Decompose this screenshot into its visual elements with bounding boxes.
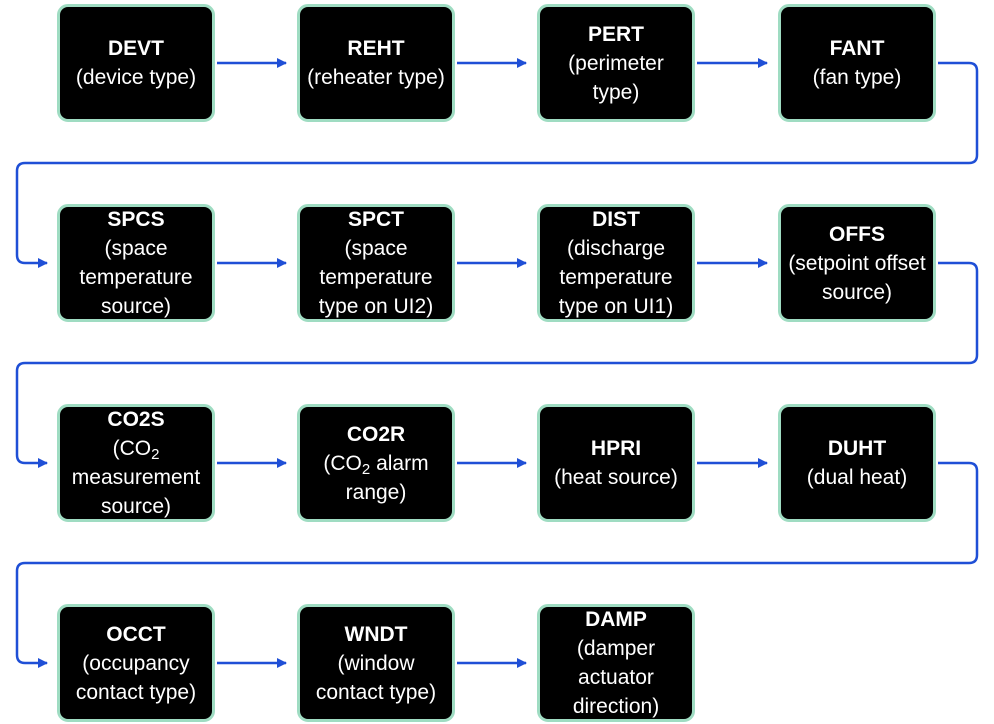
node-hpri-code: HPRI (590, 437, 642, 460)
node-wndt: WNDT (window contact type) (297, 604, 455, 722)
node-hpri: HPRI (heat source) (537, 404, 695, 522)
node-reht-code: REHT (347, 37, 405, 60)
node-wndt-desc: (window contact type) (315, 651, 437, 704)
node-fant-desc: (fan type) (812, 66, 902, 89)
node-co2r-code: CO2R (346, 422, 406, 446)
node-offs-desc: (setpoint offset source) (788, 251, 926, 304)
node-co2r: CO2R (CO2 alarm range) (297, 404, 455, 522)
node-occt-desc: (occupancy contact type) (75, 651, 197, 704)
node-duht-desc: (dual heat) (806, 466, 908, 489)
node-fant: FANT (fan type) (778, 4, 936, 122)
node-dist-desc: (discharge temperature type on UI1) (558, 237, 674, 318)
node-co2r-desc: (CO2 alarm range) (302, 449, 450, 507)
node-pert-desc: (perimeter type) (568, 51, 664, 104)
node-dist: DIST (discharge temperature type on UI1) (537, 204, 695, 322)
node-reht-desc: (reheater type) (307, 66, 445, 89)
node-damp: DAMP (damper actuator direction) (537, 604, 695, 722)
node-pert: PERT (perimeter type) (537, 4, 695, 122)
node-duht: DUHT (dual heat) (778, 404, 936, 522)
node-co2r-desc-post: alarm range) (345, 451, 429, 504)
node-co2s-desc-post: measurement source) (71, 466, 201, 518)
node-fant-code: FANT (829, 37, 885, 60)
node-offs: OFFS (setpoint offset source) (778, 204, 936, 322)
node-devt: DEVT (device type) (57, 4, 215, 122)
node-dist-code: DIST (592, 208, 640, 231)
node-co2s-desc: (CO2 measurement source) (62, 434, 210, 521)
node-damp-desc: (damper actuator direction) (572, 637, 660, 718)
node-pert-code: PERT (587, 22, 644, 46)
node-co2s: CO2S (CO2 measurement source) (57, 404, 215, 522)
node-co2s-desc-sub: 2 (151, 446, 160, 463)
node-spct: SPCT (space temperature type on UI2) (297, 204, 455, 322)
node-occt: OCCT (occupancy contact type) (57, 604, 215, 722)
node-devt-desc: (device type) (75, 66, 197, 89)
node-duht-code: DUHT (827, 437, 887, 460)
node-offs-code: OFFS (829, 222, 885, 246)
node-wndt-code: WNDT (344, 622, 408, 646)
node-co2r-desc-sub: 2 (361, 460, 371, 478)
node-hpri-desc: (heat source) (554, 466, 678, 489)
node-devt-code: DEVT (107, 37, 164, 60)
node-co2s-code: CO2S (107, 408, 165, 431)
node-spcs-desc: (space temperature source) (79, 237, 193, 318)
node-reht: REHT (reheater type) (297, 4, 455, 122)
node-occt-code: OCCT (106, 622, 166, 646)
node-spcs-code: SPCS (107, 208, 165, 231)
node-spcs: SPCS (space temperature source) (57, 204, 215, 322)
node-spct-code: SPCT (347, 208, 404, 231)
node-co2s-desc-pre: (CO (112, 437, 152, 460)
node-damp-code: DAMP (585, 608, 647, 631)
node-co2r-desc-pre: (CO (323, 451, 362, 475)
node-spct-desc: (space temperature type on UI2) (318, 237, 434, 318)
